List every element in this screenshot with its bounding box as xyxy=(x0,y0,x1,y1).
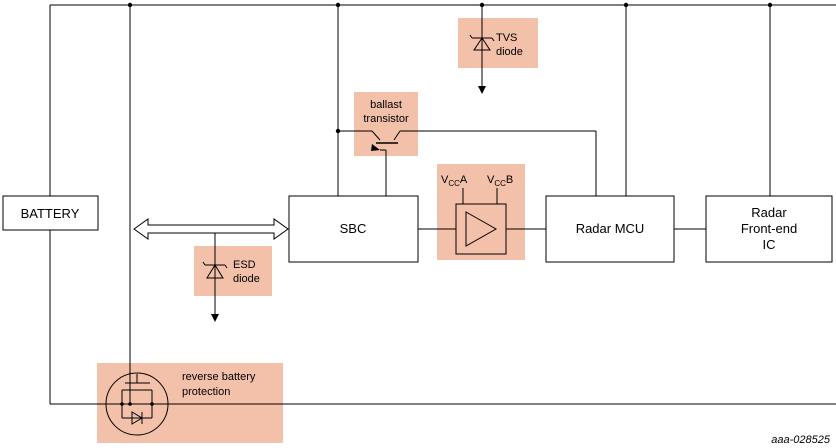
radar-mcu-label: Radar MCU xyxy=(576,221,645,236)
mosfet-icon xyxy=(105,372,169,436)
esd-label-line1: ESD xyxy=(233,259,256,271)
amplifier-icon xyxy=(465,211,498,247)
reverse-battery-label-line2: protection xyxy=(182,386,230,398)
reverse-battery-label-line1: reverse battery xyxy=(182,371,256,383)
amplifier-box xyxy=(455,203,507,255)
ballast-transistor-highlight xyxy=(354,92,418,156)
vcc-a-label: VCCA xyxy=(441,174,468,188)
radar-frontend-label-line1: Radar xyxy=(751,205,787,220)
tvs-label-line2: diode xyxy=(496,46,523,58)
wires xyxy=(49,4,836,405)
esd-diode-highlight xyxy=(194,246,272,296)
sbc-block xyxy=(288,195,419,263)
bus-double-arrow-icon xyxy=(133,218,289,240)
reverse-battery-highlight xyxy=(97,363,283,443)
amplifier-highlight xyxy=(437,164,525,260)
radar-frontend-label-line2: Front-end xyxy=(741,221,797,236)
ballast-label-line2: transistor xyxy=(363,113,409,125)
radar-mcu-block xyxy=(545,195,675,263)
battery-label: BATTERY xyxy=(21,206,80,221)
esd-label-line2: diode xyxy=(233,273,260,285)
figure-reference: aaa-028525 xyxy=(771,434,831,446)
esd-diode-icon xyxy=(202,261,228,279)
tvs-diode-icon xyxy=(469,34,495,51)
battery-block xyxy=(2,195,99,231)
radar-frontend-block xyxy=(705,195,833,263)
vcc-b-label: VCCB xyxy=(487,174,513,188)
ballast-transistor-icon xyxy=(371,144,380,151)
radar-frontend-label-line3: IC xyxy=(763,237,776,252)
tvs-label-line1: TVS xyxy=(496,32,517,44)
ballast-label-line1: ballast xyxy=(370,99,402,111)
sbc-label: SBC xyxy=(340,221,367,236)
tvs-diode-highlight xyxy=(458,18,538,68)
